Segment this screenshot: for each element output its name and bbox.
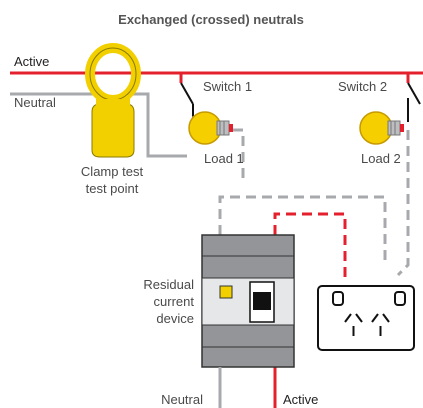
label-active-bottom: Active bbox=[283, 392, 318, 407]
neutral-wire-to-load-1 bbox=[132, 92, 187, 158]
clamp-meter-icon bbox=[85, 43, 141, 158]
neutral-wiring-dashed bbox=[218, 128, 410, 277]
label-rcd-line-2: current bbox=[154, 294, 195, 309]
load-2-return-dashed bbox=[396, 130, 410, 277]
rcd-icon bbox=[201, 234, 295, 368]
label-neutral-bottom: Neutral bbox=[161, 392, 203, 407]
load-1-bulb-icon bbox=[188, 111, 233, 145]
diagram-title: Exchanged (crossed) neutrals bbox=[118, 12, 304, 27]
label-neutral-left: Neutral bbox=[14, 95, 56, 110]
rcd-active-to-outlet-dashed bbox=[273, 212, 347, 280]
switch-2-blade bbox=[407, 82, 421, 105]
label-rcd-line-3: device bbox=[156, 311, 194, 326]
label-clamp-line-2: test point bbox=[86, 181, 139, 196]
neutral-wiring bbox=[10, 92, 187, 158]
label-rcd-line-1: Residual bbox=[143, 277, 194, 292]
load-2-bulb-icon bbox=[359, 111, 404, 145]
label-clamp-line-1: Clamp test bbox=[81, 164, 144, 179]
label-active-top: Active bbox=[14, 54, 49, 69]
label-load-1: Load 1 bbox=[204, 151, 244, 166]
label-switch-2: Switch 2 bbox=[338, 79, 387, 94]
label-switch-1: Switch 1 bbox=[203, 79, 252, 94]
switch-1-blade bbox=[180, 82, 194, 105]
switch-1 bbox=[180, 82, 194, 122]
power-outlet-icon bbox=[317, 285, 415, 351]
switch-2 bbox=[407, 82, 421, 122]
rcd-neutral-to-outlet-dashed bbox=[218, 195, 387, 265]
load-1-return-dashed bbox=[233, 128, 245, 179]
active-wiring bbox=[10, 71, 423, 408]
label-load-2: Load 2 bbox=[361, 151, 401, 166]
